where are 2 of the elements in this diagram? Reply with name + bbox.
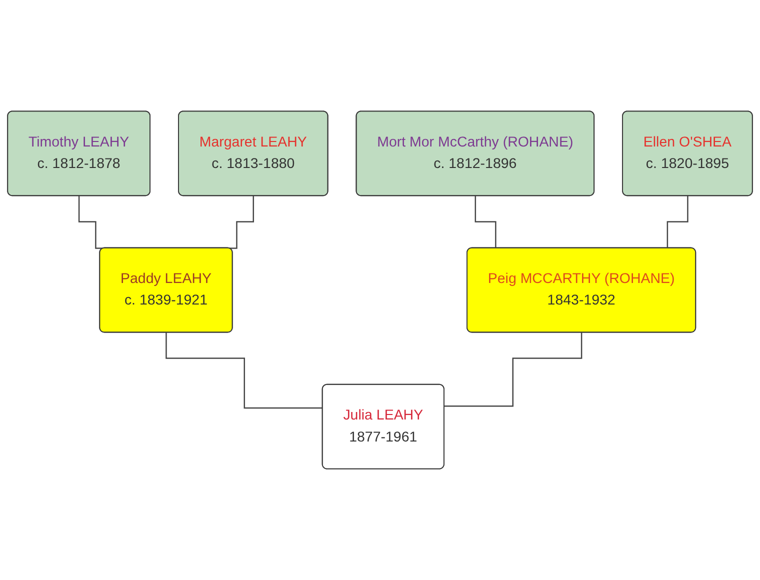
connector	[166, 332, 323, 409]
connector	[444, 332, 582, 407]
